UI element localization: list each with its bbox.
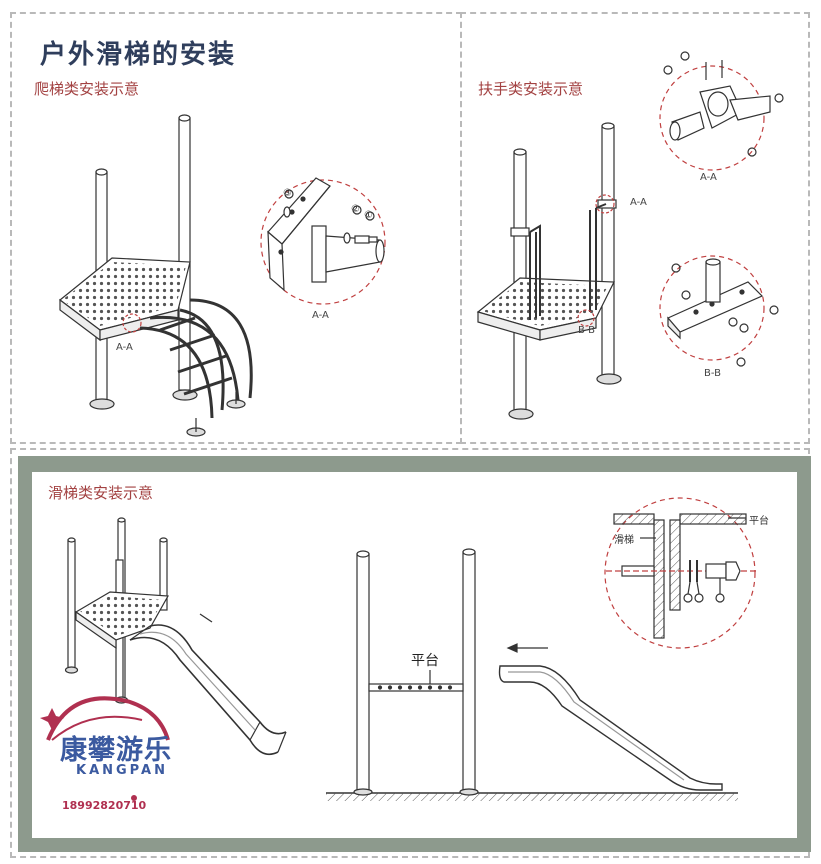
ladder-part-3: ③	[283, 188, 292, 199]
handrail-detail-b	[659, 255, 779, 367]
detail-platform-label: 平台	[749, 516, 769, 527]
handrail-marker-b: B-B	[578, 325, 595, 336]
top-right-panel-border	[460, 12, 810, 444]
slide-section-title: 滑梯类安装示意	[48, 484, 154, 502]
brand-logo-swirl	[40, 696, 170, 801]
slide-side-drawing	[326, 548, 738, 801]
ladder-part-2: ②	[351, 204, 360, 215]
brand-name-en: KANGPAN	[76, 763, 168, 778]
page-title: 户外滑梯的安装	[40, 40, 237, 70]
handrail-detail-a	[659, 51, 784, 171]
handrail-detail-a-label: A-A	[700, 172, 717, 183]
brand-phone: 18992820710	[62, 799, 147, 812]
ladder-marker-label: A-A	[116, 342, 133, 353]
ladder-detail	[260, 177, 386, 305]
ladder-drawing	[59, 114, 253, 437]
handrail-drawing	[476, 122, 622, 420]
brand-name: 康攀游乐	[60, 735, 172, 766]
ladder-section-title: 爬梯类安装示意	[34, 80, 140, 98]
slide-3d-drawing	[64, 517, 287, 756]
ladder-detail-label: A-A	[312, 310, 329, 321]
handrail-detail-b-label: B-B	[704, 368, 721, 379]
slide-detail	[604, 497, 756, 649]
ladder-part-1: ①	[364, 210, 373, 221]
detail-slide-label: 滑梯	[614, 535, 634, 546]
handrail-section-title: 扶手类安装示意	[478, 80, 584, 98]
platform-label: 平台	[411, 653, 439, 669]
handrail-marker-a: A-A	[630, 197, 647, 208]
